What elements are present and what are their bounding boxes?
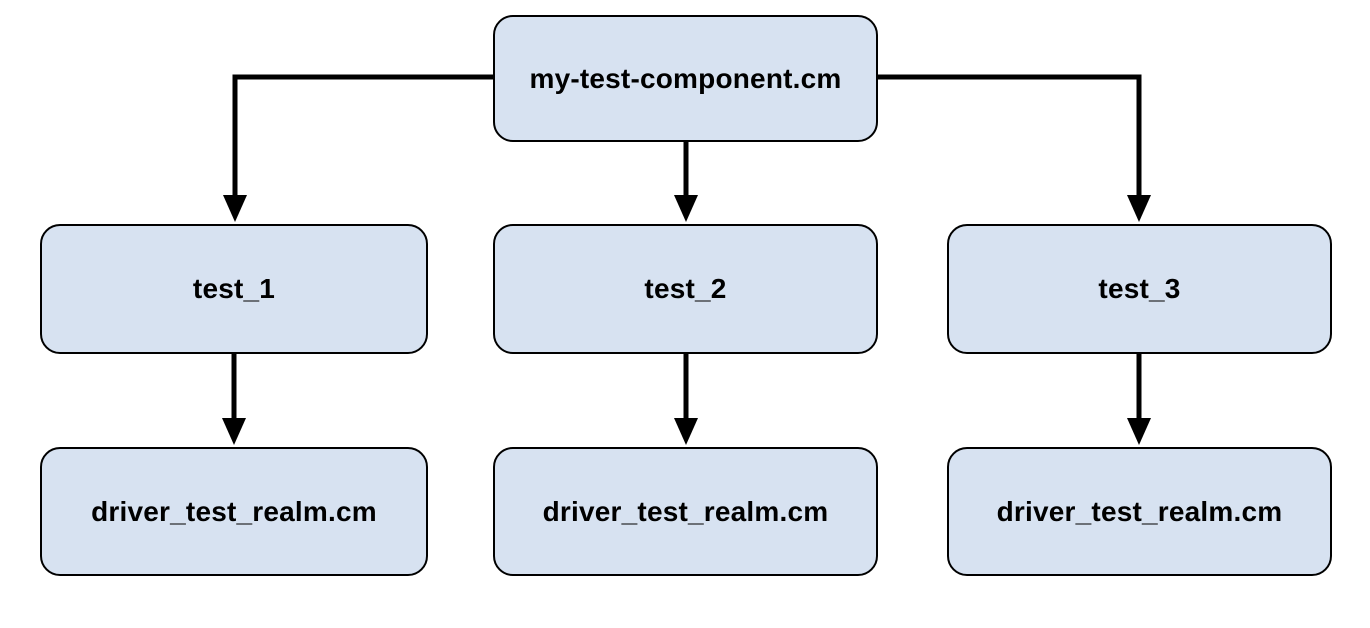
node-test-3: test_3 <box>947 224 1332 354</box>
node-label: driver_test_realm.cm <box>91 495 377 527</box>
node-label: test_2 <box>644 273 727 304</box>
node-label: my-test-component.cm <box>529 62 842 94</box>
edge-root-test3-line <box>876 74 1142 197</box>
node-my-test-component: my-test-component.cm <box>493 15 878 142</box>
node-driver-test-realm-2: driver_test_realm.cm <box>493 447 878 576</box>
node-driver-test-realm-1: driver_test_realm.cm <box>40 447 428 576</box>
edge-test3-driver3-arrowhead-icon <box>1127 418 1151 445</box>
edge-root-test1-arrowhead-icon <box>223 195 247 222</box>
edge-root-test1-line <box>232 74 495 197</box>
edge-root-test2-arrowhead-icon <box>674 195 698 222</box>
edge-test2-driver2-arrowhead-icon <box>674 418 698 445</box>
node-test-2: test_2 <box>493 224 878 354</box>
edge-test1-driver1-arrowhead-icon <box>222 418 246 445</box>
node-test-1: test_1 <box>40 224 428 354</box>
node-label: driver_test_realm.cm <box>996 495 1283 527</box>
node-label: test_3 <box>1098 273 1181 304</box>
edge-root-test3-arrowhead-icon <box>1127 195 1151 222</box>
node-driver-test-realm-3: driver_test_realm.cm <box>947 447 1332 576</box>
node-label: driver_test_realm.cm <box>542 495 829 527</box>
node-label: test_1 <box>192 273 276 304</box>
